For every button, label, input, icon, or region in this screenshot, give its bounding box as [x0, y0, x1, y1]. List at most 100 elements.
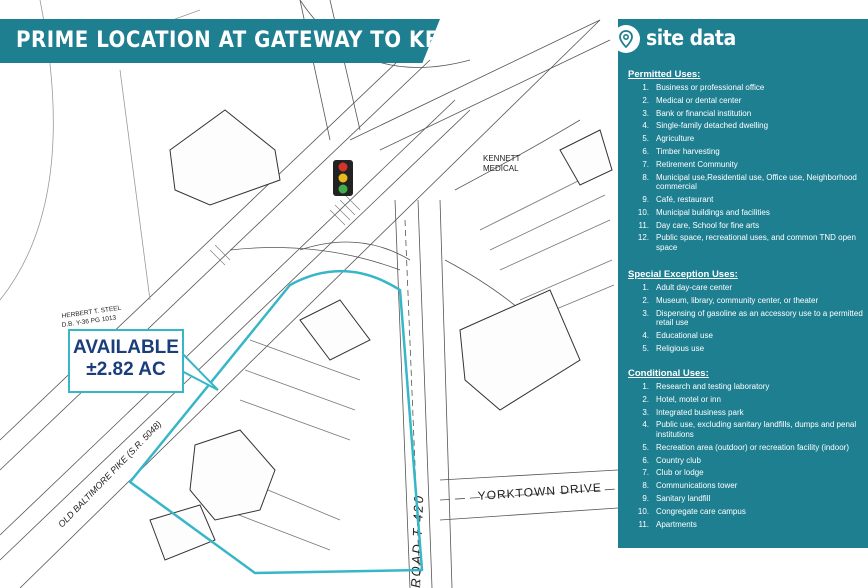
list-item-number: 11. — [638, 519, 649, 529]
list-item: 11. Day care, School for fine arts — [628, 221, 864, 231]
special-exception-section: Special Exception Uses: 1. Adult day-care… — [628, 269, 864, 357]
list-item-text: Museum, library, community center, or th… — [656, 295, 819, 305]
list-item-text: Recreation area (outdoor) or recreation … — [656, 442, 849, 452]
traffic-light-icon — [333, 160, 353, 196]
special-exception-list: 1. Adult day-care center 2. Museum, library… — [628, 283, 864, 354]
list-item-text: Apartments — [656, 519, 697, 529]
list-item-text: Public use, excluding sanitary landfills… — [656, 420, 857, 440]
list-item-text: Adult day-care center — [656, 283, 733, 292]
list-item-number: 3. — [642, 308, 649, 318]
list-item-text: Timber harvesting — [656, 146, 720, 156]
list-item-number: 2. — [642, 394, 649, 404]
list-item-number: 2. — [642, 295, 649, 305]
list-item-text: Café, restaurant — [656, 195, 714, 205]
list-item-number: 8. — [642, 172, 649, 182]
panel-title: site data — [646, 26, 736, 50]
yorktown-label: YORKTOWN DRIVE — [477, 480, 602, 503]
permitted-uses-heading: Permitted Uses: — [628, 69, 701, 80]
kennett-label-2: MEDICAL — [483, 164, 519, 173]
list-item-number: 1. — [642, 382, 649, 391]
list-item: 7. Club or lodge — [628, 468, 864, 478]
list-item-text: Municipal buildings and facilities — [656, 207, 770, 217]
list-item-number: 8. — [642, 481, 649, 491]
list-item: 4. Public use, excluding sanitary landfil… — [628, 420, 864, 439]
list-item: 3. Dispensing of gasoline as an accessory… — [628, 309, 864, 328]
list-item: 1. Adult day-care center — [628, 283, 864, 293]
list-item-text: Business or professional office — [656, 83, 765, 92]
list-item-text: Sanitary landfill — [656, 494, 711, 504]
list-item: 5. Agriculture — [628, 134, 864, 144]
list-item: 9.Café, restaurant — [628, 195, 864, 205]
list-item-number: 6. — [642, 455, 649, 465]
list-item-text: Public space, recreational uses, and com… — [656, 233, 856, 253]
list-item-number: 7. — [642, 468, 649, 478]
site-data-panel: site data Permitted Uses: 1.Business or … — [612, 19, 868, 548]
list-item-number: 7. — [642, 159, 649, 169]
list-item: 12. Public space, recreational uses, and … — [628, 233, 864, 252]
conditional-uses-list: 1. Research and testing laboratory 2.Hotel… — [628, 382, 864, 529]
kennett-label-1: KENNETT — [483, 154, 520, 163]
list-item: 2. Medical or dental center — [628, 96, 864, 106]
list-item-text: Retirement Community — [656, 159, 738, 169]
list-item-number: 2. — [642, 95, 649, 105]
available-callout: AVAILABLE ±2.82 AC — [68, 329, 184, 393]
list-item-text: Single-family detached dwelling — [656, 121, 769, 131]
list-item-number: 4. — [642, 121, 649, 131]
list-item-number: 1. — [642, 283, 649, 292]
list-item-number: 10. — [637, 506, 649, 516]
list-item-text: Communications tower — [656, 481, 738, 491]
list-item: 8. Communications tower — [628, 481, 864, 491]
location-pin-icon — [612, 25, 640, 53]
hatching — [209, 194, 361, 266]
list-item-number: 5. — [642, 442, 649, 452]
list-item-number: 5. — [642, 343, 649, 353]
list-item-number: 5. — [642, 134, 649, 144]
list-item: 11. Apartments — [628, 520, 864, 530]
list-item-number: 10. — [637, 207, 649, 217]
list-item-text: Research and testing laboratory — [656, 382, 770, 391]
list-item-text: Medical or dental center — [656, 95, 742, 105]
list-item: 6. Timber harvesting — [628, 147, 864, 157]
list-item: 10. Congregate care campus — [628, 507, 864, 517]
list-item: 7. Retirement Community — [628, 160, 864, 170]
list-item-text: Country club — [656, 455, 701, 465]
title-banner: PRIME LOCATION AT GATEWAY TO KENNETT SQU… — [0, 19, 440, 63]
acreage-label: ±2.82 AC — [86, 359, 166, 380]
list-item-number: 6. — [642, 146, 649, 156]
list-item-number: 4. — [642, 420, 649, 430]
list-item-text: Club or lodge — [656, 468, 704, 478]
panel-header: site data — [612, 25, 868, 55]
list-item-number: 4. — [642, 331, 649, 341]
list-item: 10. Municipal buildings and facilities — [628, 208, 864, 218]
road-network — [0, 0, 619, 588]
list-item-text: Bank or financial institution — [656, 108, 752, 118]
list-item: 5. Religious use — [628, 344, 864, 354]
list-item-text: Integrated business park — [656, 407, 744, 417]
list-item: 5. Recreation area (outdoor) or recreatio… — [628, 443, 864, 453]
list-item: 2. Museum, library, community center, or … — [628, 296, 864, 306]
banner-title: PRIME LOCATION AT GATEWAY TO KENNETT SQU… — [16, 28, 617, 53]
list-item-text: Day care, School for fine arts — [656, 220, 760, 230]
list-item-text: Congregate care campus — [656, 506, 746, 516]
list-item-number: 3. — [642, 407, 649, 417]
list-item-number: 12. — [637, 233, 649, 243]
list-item: 8. Municipal use,Residential use, Office … — [628, 173, 864, 192]
list-item: 4. Single-family detached dwelling — [628, 121, 864, 131]
list-item: 1.Business or professional office — [628, 83, 864, 93]
list-item-text: Agriculture — [656, 134, 695, 144]
pike-label: OLD BALTIMORE PIKE (S.R. 5048) — [56, 419, 163, 529]
list-item-text: Religious use — [656, 343, 705, 353]
list-item: 4.Educational use — [628, 331, 864, 341]
conditional-uses-section: Conditional Uses: 1. Research and testing… — [628, 368, 864, 532]
list-item-text: Municipal use,Residential use, Office us… — [656, 172, 857, 192]
list-item: 2.Hotel, motel or inn — [628, 395, 864, 405]
permitted-uses-list: 1.Business or professional office 2. Medic… — [628, 83, 864, 253]
conditional-uses-heading: Conditional Uses: — [628, 368, 709, 379]
list-item-number: 11. — [638, 220, 649, 230]
list-item: 3.Bank or financial institution — [628, 109, 864, 119]
parcel-boundary — [128, 270, 424, 575]
list-item-number: 9. — [642, 494, 649, 504]
list-item-text: Dispensing of gasoline as an accessory u… — [656, 308, 863, 328]
special-exception-heading: Special Exception Uses: — [628, 269, 738, 280]
